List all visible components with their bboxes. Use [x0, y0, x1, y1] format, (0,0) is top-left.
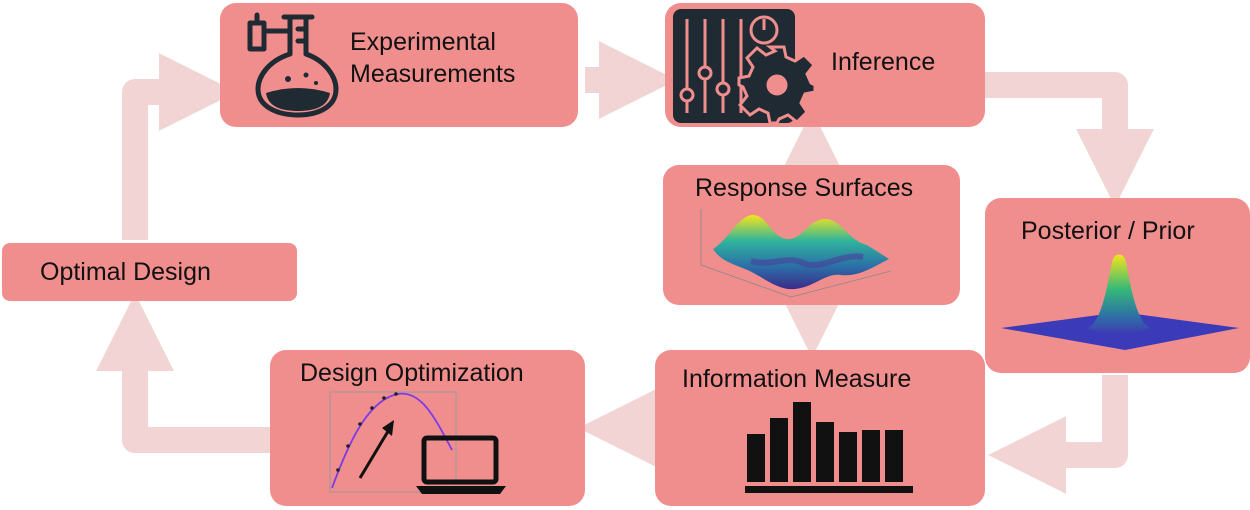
- information-measure-label: Information Measure: [682, 365, 912, 393]
- arrow-optimal-to-experimental: [122, 53, 237, 240]
- arrow-design-to-optimal: [96, 293, 270, 453]
- node-design-optimization: Design Optimization: [270, 350, 585, 506]
- gaussian-peak-icon: [1001, 254, 1239, 350]
- laptop-icon: [416, 435, 506, 494]
- node-information-measure: Information Measure: [655, 350, 985, 506]
- surface-plot-icon: [700, 209, 892, 298]
- arrow-posterior-to-information: [988, 375, 1128, 494]
- experimental-label-line1: Experimental: [350, 28, 496, 56]
- response-surfaces-label: Response Surfaces: [695, 174, 914, 202]
- arrow-inference-to-posterior: [985, 72, 1154, 207]
- posterior-prior-label: Posterior / Prior: [1021, 217, 1195, 245]
- gear-icon: [737, 45, 817, 125]
- bar-chart-icon: [745, 402, 913, 493]
- power-icon: [749, 15, 779, 45]
- node-posterior-prior: Posterior / Prior: [985, 198, 1250, 373]
- experimental-label-line2: Measurements: [350, 60, 516, 88]
- design-optimization-label: Design Optimization: [300, 359, 524, 387]
- inference-label: Inference: [831, 48, 936, 76]
- optimal-design-label: Optimal Design: [40, 258, 211, 286]
- node-response-surfaces: Response Surfaces: [663, 165, 960, 305]
- node-optimal-design: Optimal Design: [2, 243, 297, 301]
- node-experimental-measurements: Experimental Measurements: [220, 3, 578, 127]
- flask-icon: [247, 12, 339, 118]
- node-inference: Inference: [665, 3, 985, 127]
- curve-plot-icon: [329, 391, 457, 493]
